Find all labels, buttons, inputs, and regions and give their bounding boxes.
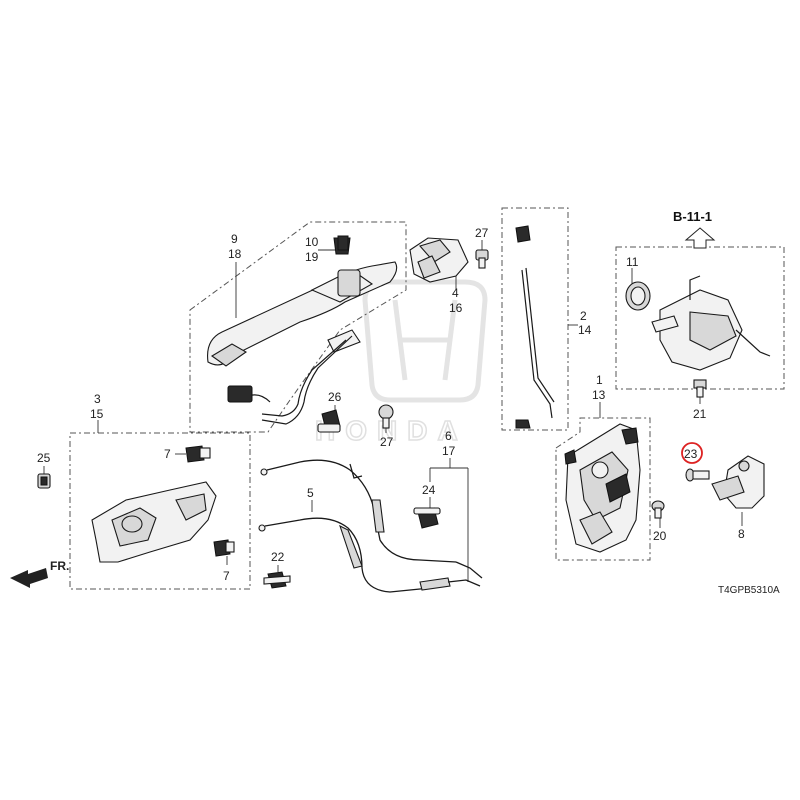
callout-15: 15 bbox=[90, 407, 104, 421]
cable-5 bbox=[258, 517, 481, 593]
clip-25 bbox=[37, 473, 51, 489]
clip-22 bbox=[263, 571, 291, 589]
callout-10: 10 bbox=[305, 235, 319, 249]
door-latch-assembly bbox=[564, 423, 641, 553]
drawing-code: T4GPB5310A bbox=[718, 585, 780, 596]
highlight-circle bbox=[681, 442, 703, 464]
group-box-latch bbox=[555, 417, 651, 561]
leader-lines bbox=[43, 234, 743, 582]
bolt-20 bbox=[651, 500, 665, 519]
group-box-rod bbox=[501, 207, 569, 431]
callout-18: 18 bbox=[228, 247, 242, 261]
callout-16: 16 bbox=[449, 301, 463, 315]
lock-rod bbox=[515, 225, 555, 429]
screw-23 bbox=[685, 468, 710, 482]
callout-20: 20 bbox=[653, 529, 667, 543]
callout-8: 8 bbox=[738, 527, 745, 541]
callout-17: 17 bbox=[442, 444, 456, 458]
inner-handle-assembly bbox=[91, 481, 217, 563]
clip-26 bbox=[317, 409, 341, 433]
callout-11: 11 bbox=[626, 255, 639, 269]
callout-3: 3 bbox=[94, 392, 101, 406]
callout-23: 23 bbox=[684, 447, 698, 461]
front-direction-arrow-icon: FR. bbox=[10, 559, 69, 588]
callout-27-mid: 27 bbox=[380, 435, 394, 449]
callout-14: 14 bbox=[578, 323, 592, 337]
callout-6: 6 bbox=[445, 429, 452, 443]
clip-24 bbox=[413, 507, 441, 529]
reference-label: B-11-1 bbox=[673, 209, 712, 224]
callout-labels: 9 18 10 19 4 16 27 2 14 B-11-1 11 21 1 1… bbox=[37, 209, 745, 583]
front-direction-label: FR. bbox=[50, 559, 69, 573]
callout-25: 25 bbox=[37, 451, 51, 465]
callout-22: 22 bbox=[271, 550, 285, 564]
handle-clip bbox=[337, 235, 349, 251]
callout-2: 2 bbox=[580, 309, 587, 323]
callout-13: 13 bbox=[592, 388, 606, 402]
cable-6-17 bbox=[260, 459, 483, 579]
group-box-inner-handle bbox=[69, 432, 251, 590]
door-striker bbox=[711, 455, 765, 509]
callout-27-top: 27 bbox=[475, 226, 489, 240]
callout-1: 1 bbox=[596, 373, 603, 387]
callout-26: 26 bbox=[328, 390, 342, 404]
bolt-27-top bbox=[475, 249, 489, 269]
callout-9: 9 bbox=[231, 232, 238, 246]
handle-base-bracket bbox=[409, 237, 469, 283]
clip-7-top bbox=[185, 445, 211, 463]
callout-21: 21 bbox=[693, 407, 707, 421]
callout-7-bottom: 7 bbox=[223, 569, 230, 583]
bolt-27-mid bbox=[378, 404, 394, 429]
callout-7-top: 7 bbox=[164, 447, 171, 461]
callout-4: 4 bbox=[452, 286, 459, 300]
key-cylinder-assembly bbox=[625, 275, 771, 398]
clip-7-bottom bbox=[213, 539, 235, 557]
reference-arrow-icon bbox=[684, 227, 716, 249]
callout-5: 5 bbox=[307, 486, 314, 500]
callout-24: 24 bbox=[422, 483, 436, 497]
callout-19: 19 bbox=[305, 250, 319, 264]
